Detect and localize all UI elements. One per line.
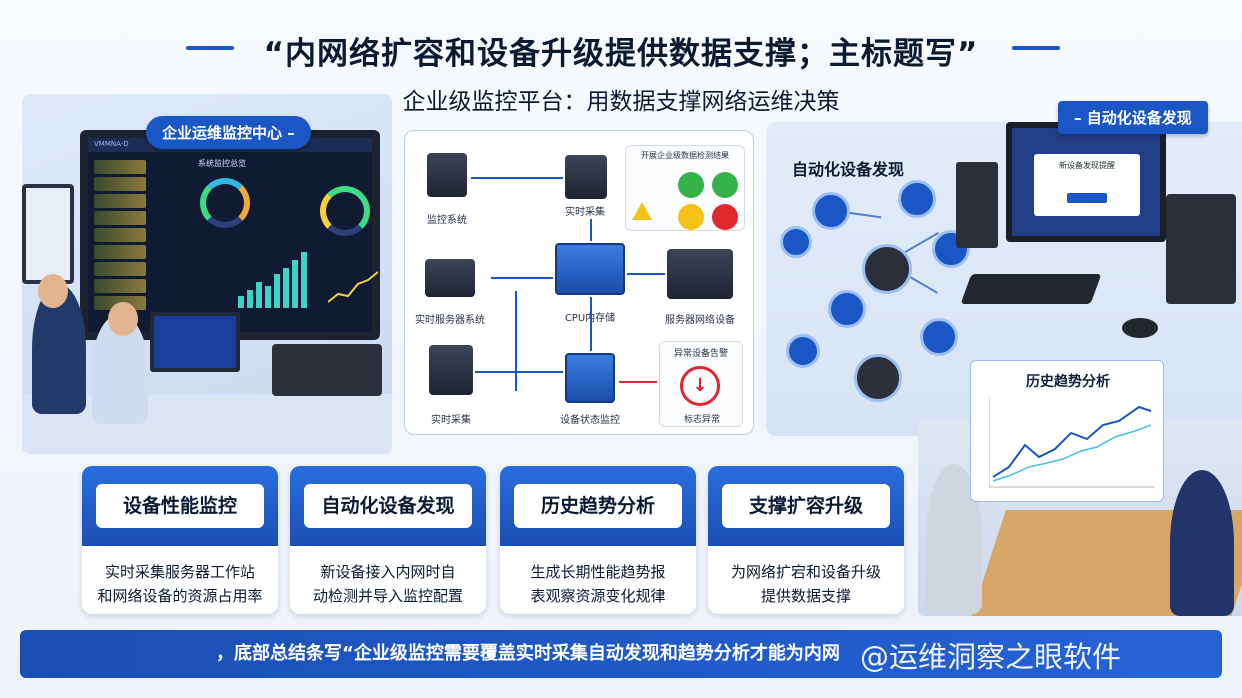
gauge-icon bbox=[320, 186, 370, 236]
title-rule-right bbox=[1012, 46, 1060, 50]
analyst-person bbox=[1170, 470, 1234, 616]
server-rack-list bbox=[94, 160, 146, 330]
pc-tower-icon bbox=[956, 162, 998, 248]
auto-discovery-badge: – 自动化设备发现 bbox=[1058, 101, 1208, 134]
new-device-dialog: 新设备发现提醒 bbox=[1034, 154, 1140, 216]
operator-head bbox=[108, 302, 138, 336]
device-node-icon bbox=[898, 180, 936, 218]
bar-chart-icon bbox=[238, 248, 318, 308]
server-hub-icon bbox=[854, 354, 902, 402]
error-icon bbox=[712, 204, 738, 230]
feature-card-performance: 设备性能监控 实时采集服务器工作站 和网络设备的资源占用率 bbox=[82, 466, 278, 614]
mouse-icon bbox=[1122, 318, 1158, 338]
title-rule-left bbox=[186, 46, 234, 50]
card-desc-line: 生成长期性能趋势报 bbox=[530, 563, 666, 581]
dialog-confirm-button[interactable] bbox=[1067, 193, 1107, 203]
card-desc-line: 新设备接入内网时自 bbox=[320, 563, 456, 581]
discovery-title: 自动化设备发现 bbox=[792, 160, 905, 179]
card-title: 自动化设备发现 bbox=[304, 484, 472, 528]
card-title: 历史趋势分析 bbox=[514, 484, 682, 528]
workstation-pc bbox=[272, 344, 382, 396]
summary-footer: ，底部总结条写“企业级监控需要覆盖实时采集自动发现和趋势分析才能为内网 bbox=[20, 630, 1222, 678]
status-panel-title: 开展企业级数据检测结果 bbox=[641, 151, 729, 160]
feature-card-trends: 历史趋势分析 生成长期性能趋势报 表观察资源变化规律 bbox=[500, 466, 696, 614]
card-desc-line: 提供数据支撑 bbox=[760, 587, 851, 605]
check-icon bbox=[712, 172, 738, 198]
cpu-server-icon bbox=[555, 243, 625, 295]
trend-line-chart bbox=[989, 397, 1155, 488]
card-description: 为网络扩宕和设备升级 提供数据支撑 bbox=[708, 546, 904, 608]
chart-title: 历史趋势分析 bbox=[1026, 374, 1110, 390]
discovery-monitor: 新设备发现提醒 bbox=[1006, 122, 1166, 242]
card-description: 生成长期性能趋势报 表观察资源变化规律 bbox=[500, 546, 696, 608]
data-flow-diagram: 监控系统 实时采集 开展企业级数据检测结果 实时服务器系统 CPU内存储 服务器… bbox=[404, 130, 754, 435]
node-label-monitor-system: 监控系统 bbox=[427, 215, 467, 226]
device-node-icon bbox=[812, 192, 850, 230]
server-icon bbox=[425, 259, 475, 297]
card-desc-line: 实时采集服务器工作站 bbox=[104, 563, 255, 581]
flow-arrow bbox=[590, 219, 592, 241]
anomaly-panel-title: 异常设备告警 bbox=[673, 349, 728, 359]
anomaly-alert-panel: 异常设备告警 ↓ 标志异常 bbox=[659, 341, 743, 427]
flow-arrow bbox=[515, 291, 517, 391]
node-label-network-device: 服务器网络设备 bbox=[665, 315, 735, 326]
gauge-icon bbox=[200, 178, 250, 228]
node-label-realtime-collect: 实时采集 bbox=[565, 207, 605, 218]
feature-card-discovery: 自动化设备发现 新设备接入内网时自 动检测并导入监控配置 bbox=[290, 466, 486, 614]
server-icon bbox=[427, 153, 467, 197]
page-title: “内网络扩容和设备升级提供数据支撑；主标题写” bbox=[263, 36, 979, 72]
network-device-icon bbox=[667, 249, 733, 299]
flow-arrow bbox=[491, 277, 553, 279]
card-desc-line: 表观察资源变化规律 bbox=[530, 587, 666, 605]
monitor-title: 系统监控总览 bbox=[198, 159, 246, 168]
line-chart-icon bbox=[328, 271, 378, 303]
laptop bbox=[150, 312, 240, 372]
watermark: @运维洞察之眼软件 bbox=[860, 640, 1122, 674]
node-label-realtime-server: 实时服务器系统 bbox=[415, 315, 485, 326]
flow-arrow bbox=[475, 371, 563, 373]
server-icon bbox=[429, 345, 473, 395]
card-desc-line: 和网络设备的资源占用率 bbox=[97, 587, 263, 605]
card-title: 支撑扩容升级 bbox=[722, 484, 890, 528]
warning-icon bbox=[632, 202, 652, 220]
flow-arrow bbox=[590, 297, 592, 351]
keyboard-icon bbox=[960, 274, 1102, 304]
trend-chart-panel: 历史趋势分析 bbox=[970, 360, 1164, 502]
card-description: 新设备接入内网时自 动检测并导入监控配置 bbox=[290, 546, 486, 608]
monitoring-center-badge: 企业运维监控中心 – bbox=[146, 116, 311, 149]
flow-arrow bbox=[619, 381, 657, 383]
server-hub-icon bbox=[862, 244, 912, 294]
page-subtitle: 企业级监控平台：用数据支撑网络运维决策 bbox=[402, 89, 840, 115]
server-icon bbox=[565, 155, 607, 199]
flow-arrow bbox=[471, 177, 563, 179]
card-description: 实时采集服务器工作站 和网络设备的资源占用率 bbox=[82, 546, 278, 608]
node-label-device-status: 设备状态监控 bbox=[560, 415, 620, 426]
operator-head bbox=[38, 274, 68, 308]
device-node-icon bbox=[920, 318, 958, 356]
dialog-title: 新设备发现提醒 bbox=[1059, 161, 1115, 170]
node-label-realtime-collect-bottom: 实时采集 bbox=[431, 415, 471, 426]
side-monitor bbox=[22, 184, 74, 284]
warning-circle-icon bbox=[678, 204, 704, 230]
pc-tower-icon bbox=[1166, 194, 1236, 304]
device-node-icon bbox=[780, 226, 812, 258]
check-icon bbox=[678, 172, 704, 198]
flow-arrow bbox=[627, 273, 665, 275]
feature-card-expansion: 支撑扩容升级 为网络扩宕和设备升级 提供数据支撑 bbox=[708, 466, 904, 614]
status-check-panel: 开展企业级数据检测结果 bbox=[625, 145, 745, 231]
card-title: 设备性能监控 bbox=[96, 484, 264, 528]
device-node-icon bbox=[828, 290, 866, 328]
anomaly-label: 标志异常 bbox=[683, 415, 720, 425]
device-monitor-icon bbox=[565, 353, 615, 403]
card-desc-line: 动检测并导入监控配置 bbox=[312, 587, 463, 605]
device-node-icon bbox=[786, 334, 820, 368]
alert-down-icon: ↓ bbox=[680, 366, 720, 406]
card-desc-line: 为网络扩宕和设备升级 bbox=[730, 563, 881, 581]
